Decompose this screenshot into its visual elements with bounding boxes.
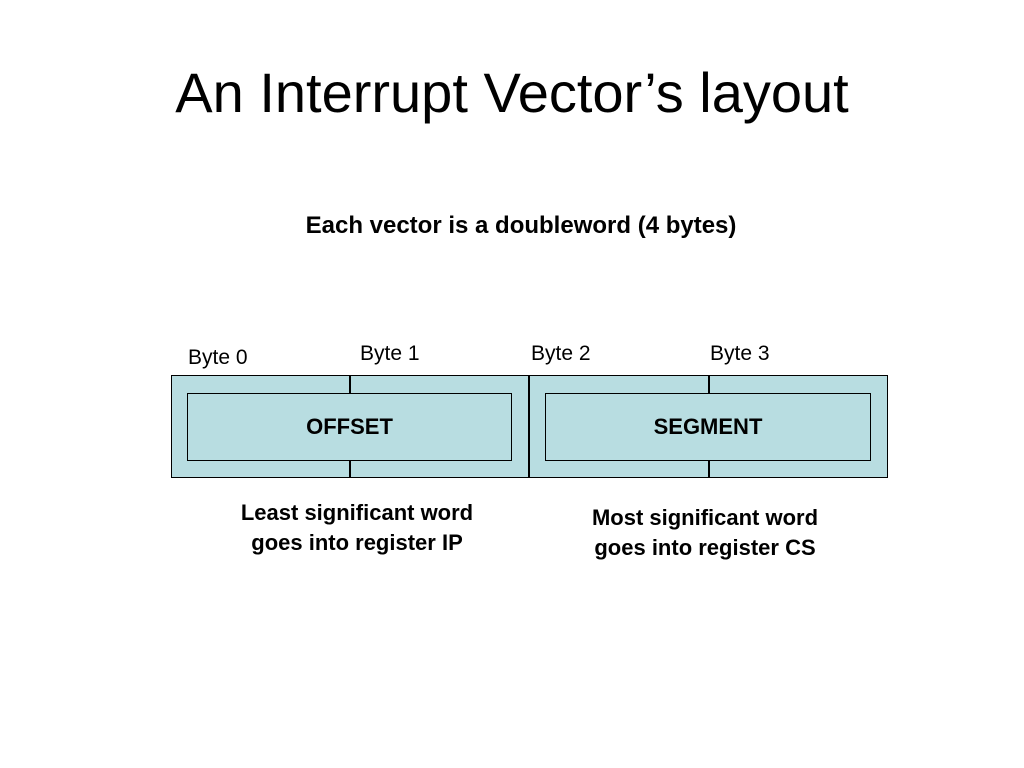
byte-0-label: Byte 0 [188, 346, 248, 369]
offset-field: OFFSET [187, 393, 512, 461]
segment-field: SEGMENT [545, 393, 871, 461]
byte-divider-tick [349, 461, 351, 478]
byte-divider-tick [708, 461, 710, 478]
byte-2-label: Byte 2 [531, 342, 591, 365]
byte-3-label: Byte 3 [710, 342, 770, 365]
cs-caption: Most significant word goes into register… [545, 503, 865, 563]
slide-title: An Interrupt Vector’s layout [175, 61, 849, 124]
cs-caption-line-1: Most significant word [591, 505, 819, 530]
ip-caption: Least significant word goes into registe… [197, 498, 517, 558]
byte-divider-tick [349, 375, 351, 393]
ip-caption-line-1: Least significant word [240, 500, 474, 525]
subtitle: Each vector is a doubleword (4 bytes) [305, 212, 737, 239]
byte-1-label: Byte 1 [360, 342, 420, 365]
byte-divider-tick [708, 375, 710, 393]
ip-caption-line-2: goes into register IP [251, 530, 463, 555]
cs-caption-line-2: goes into register CS [594, 535, 816, 560]
